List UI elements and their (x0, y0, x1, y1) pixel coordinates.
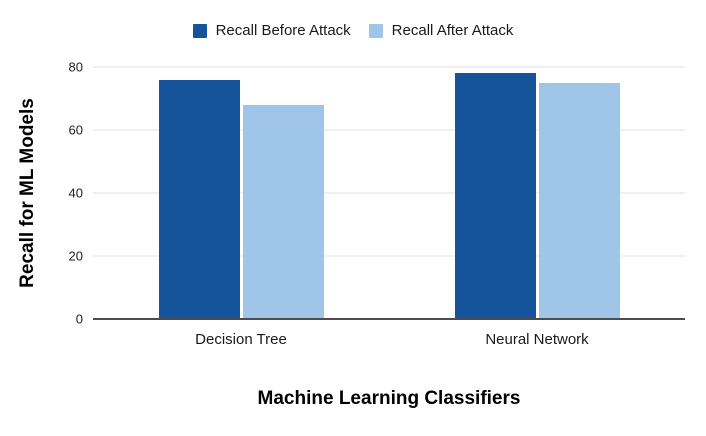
bar-group-neural-network (389, 67, 685, 319)
bar-groups (93, 67, 685, 319)
legend-item-recall-before-attack: Recall Before Attack (192, 22, 351, 39)
x-axis-title: Machine Learning Classifiers (257, 388, 521, 409)
gridline-80 (93, 66, 685, 68)
y-tick-label-60: 60 (68, 122, 83, 138)
legend: Recall Before Attack Recall After Attack (0, 22, 706, 39)
gridline-40 (93, 192, 685, 194)
y-tick-label-0: 0 (75, 311, 83, 327)
bar-group-decision-tree (93, 67, 389, 319)
gridline-20 (93, 255, 685, 257)
x-category-label-decision-tree: Decision Tree (195, 331, 287, 348)
bar-decision-tree-recall-before-attack (158, 79, 240, 319)
x-category-label-neural-network: Neural Network (485, 331, 589, 348)
plot-area: 0 20 40 60 80 (69, 61, 685, 326)
y-axis-title: Recall for ML Models (17, 98, 38, 288)
x-axis-labels: Decision Tree Neural Network (93, 331, 685, 348)
y-tick-label-20: 20 (68, 248, 83, 264)
y-tick-label-80: 80 (68, 59, 83, 75)
bar-neural-network-recall-before-attack (454, 73, 536, 319)
legend-label: Recall Before Attack (215, 22, 351, 39)
legend-swatch-icon (192, 23, 207, 38)
x-axis-line (93, 318, 685, 320)
y-tick-label-40: 40 (68, 185, 83, 201)
legend-item-recall-after-attack: Recall After Attack (368, 22, 514, 39)
legend-label: Recall After Attack (391, 22, 514, 39)
gridline-60 (93, 129, 685, 131)
bar-decision-tree-recall-after-attack (242, 104, 324, 319)
bar-neural-network-recall-after-attack (538, 82, 620, 319)
legend-swatch-icon (368, 23, 383, 38)
